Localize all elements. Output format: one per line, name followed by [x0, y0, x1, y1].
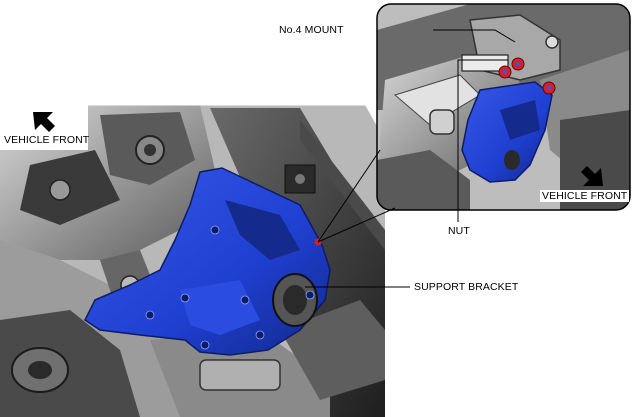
inset-callout-line-upper	[317, 149, 381, 243]
nut-label: NUT	[448, 225, 470, 237]
support-bracket-label: SUPPORT BRACKET	[414, 281, 519, 293]
inset-frame	[376, 3, 631, 211]
vehicle-front-label-inset: VEHICLE FRONT	[540, 190, 630, 202]
vehicle-front-label-main: VEHICLE FRONT	[4, 134, 90, 146]
mount-label: No.4 MOUNT	[279, 24, 344, 36]
nut-markers	[498, 57, 556, 95]
arrow-up-left-icon	[33, 112, 55, 132]
main-illustration	[0, 104, 385, 417]
mount-leader-line	[433, 29, 516, 43]
inset-callout-line-lower	[317, 207, 396, 243]
arrow-down-right-icon	[581, 166, 603, 186]
leader-lines	[305, 29, 516, 288]
